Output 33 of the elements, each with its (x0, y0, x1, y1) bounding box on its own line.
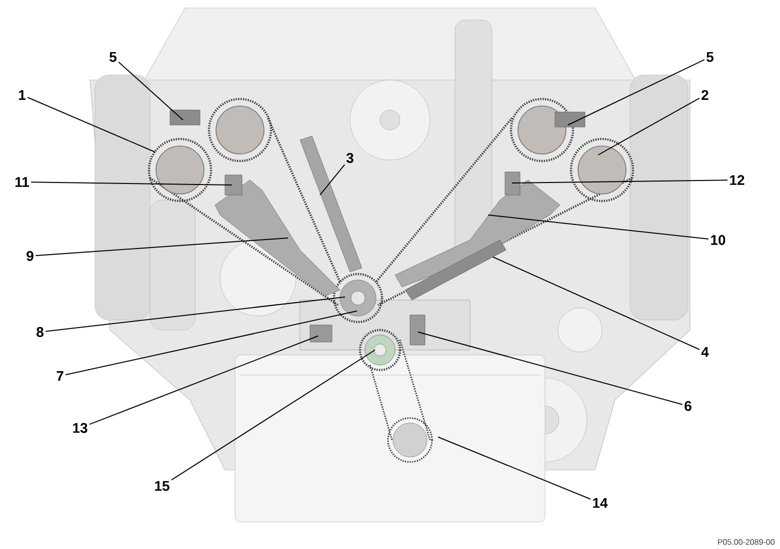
leader-line (89, 336, 318, 425)
leader-line (171, 350, 376, 480)
leader-line (492, 256, 700, 350)
leader-line (568, 59, 705, 126)
leader-line (512, 180, 728, 184)
figure-code: P05.00-2089-00 (718, 539, 774, 545)
callout-number: 11 (16, 177, 30, 187)
leader-line (35, 238, 288, 256)
callout-number: 3 (346, 153, 354, 163)
leader-line (30, 182, 232, 186)
leader-line (118, 62, 184, 120)
callout-number: 7 (56, 371, 64, 381)
callout-number: 12 (730, 175, 744, 185)
leader-line (27, 96, 156, 152)
callout-number: 1 (19, 90, 26, 100)
callout-number: 8 (36, 327, 44, 337)
leader-line (488, 214, 709, 240)
leader-line (418, 332, 683, 405)
callout-number: 15 (155, 481, 170, 491)
callout-number: 9 (26, 251, 34, 261)
leader-line (438, 436, 592, 500)
callout-number: 10 (711, 235, 726, 245)
callout-number: 4 (701, 347, 709, 357)
callout-number: 2 (702, 90, 708, 100)
leader-line (65, 310, 358, 376)
callout-number: 14 (593, 498, 608, 508)
callout-number: 6 (684, 401, 692, 411)
leader-line (320, 164, 346, 196)
callout-number: 5 (110, 52, 117, 62)
callout-number: 5 (706, 52, 714, 62)
leader-line (598, 98, 700, 156)
callout-number: 13 (73, 423, 88, 433)
leader-line (45, 296, 346, 332)
